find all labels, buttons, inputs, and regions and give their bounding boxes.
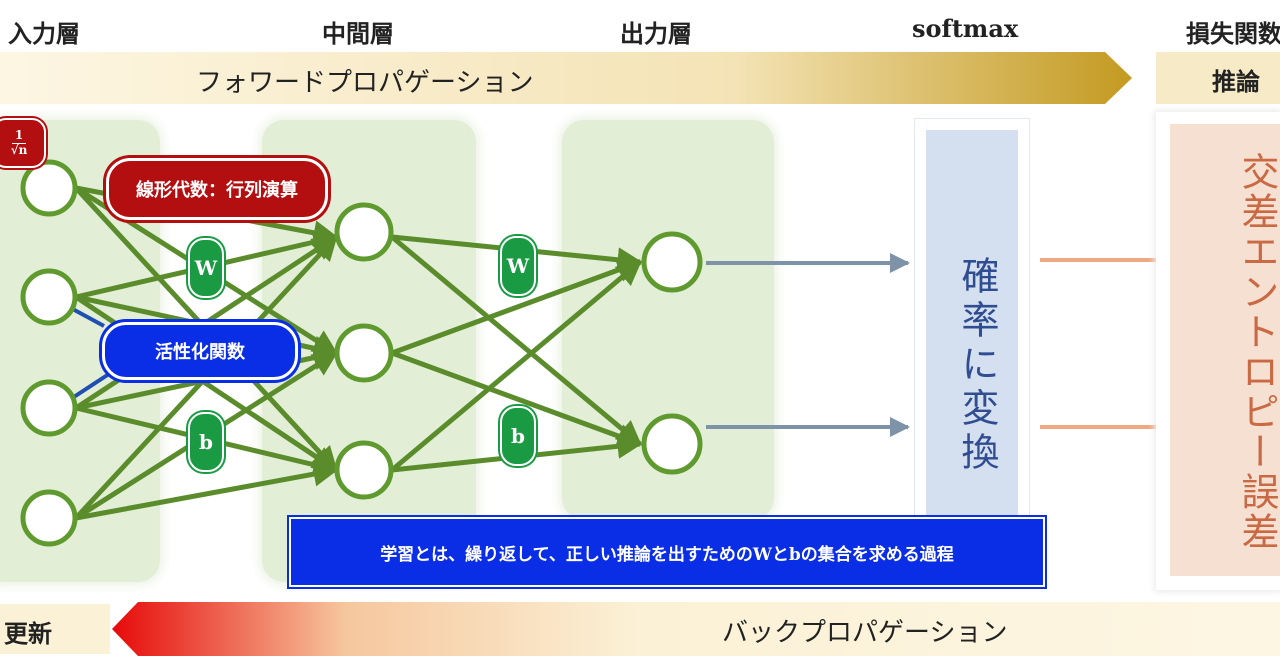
init-scale-badge: 1 √n [0, 118, 46, 168]
bias-badge-2: b [500, 406, 536, 466]
hidden-node-2 [334, 323, 394, 383]
inference-label: 推論 [1212, 67, 1260, 96]
output-layer-label: 出力層 [620, 19, 692, 48]
output-node-1 [641, 231, 703, 293]
softmax-label: softmax [912, 14, 1019, 43]
inference-band [1156, 52, 1280, 104]
hidden-layer-label: 中間層 [322, 19, 394, 48]
input-layer-label: 入力層 [8, 19, 80, 48]
forward-propagation-arrow [0, 52, 1132, 104]
softmax-panel-text: 確率に変換 [955, 256, 999, 476]
init-scale-numerator: 1 [11, 129, 27, 144]
input-node-1 [20, 159, 78, 217]
linear-algebra-badge: 線形代数：行列演算 [106, 158, 328, 220]
update-label: 更新 [4, 619, 52, 648]
bias-badge-1: b [188, 412, 224, 472]
output-node-2 [641, 413, 703, 475]
weight-badge-2: W [500, 236, 536, 296]
loss-panel [1170, 124, 1280, 576]
backward-propagation-arrow [112, 602, 1280, 656]
weight-badge-1: W [188, 238, 224, 298]
input-node-4 [20, 489, 78, 547]
learning-note: 学習とは、繰り返して、正しい推論を出すためのWとbの集合を求める過程 [289, 517, 1045, 587]
loss-function-label: 損失関数 [1186, 19, 1280, 48]
backward-propagation-label: バックプロパゲーション [722, 618, 1008, 648]
softmax-panel [926, 130, 1018, 530]
activation-function-badge: 活性化関数 [102, 322, 298, 380]
hidden-node-1 [334, 202, 394, 262]
init-scale-denominator: √n [10, 142, 28, 157]
loss-panel-text: 交差エントロピー誤差 [1235, 152, 1279, 552]
update-band [0, 604, 110, 654]
hidden-node-3 [334, 440, 394, 500]
input-node-3 [20, 379, 78, 437]
input-node-2 [20, 268, 78, 326]
forward-propagation-label: フォワードプロパゲーション [196, 68, 534, 98]
